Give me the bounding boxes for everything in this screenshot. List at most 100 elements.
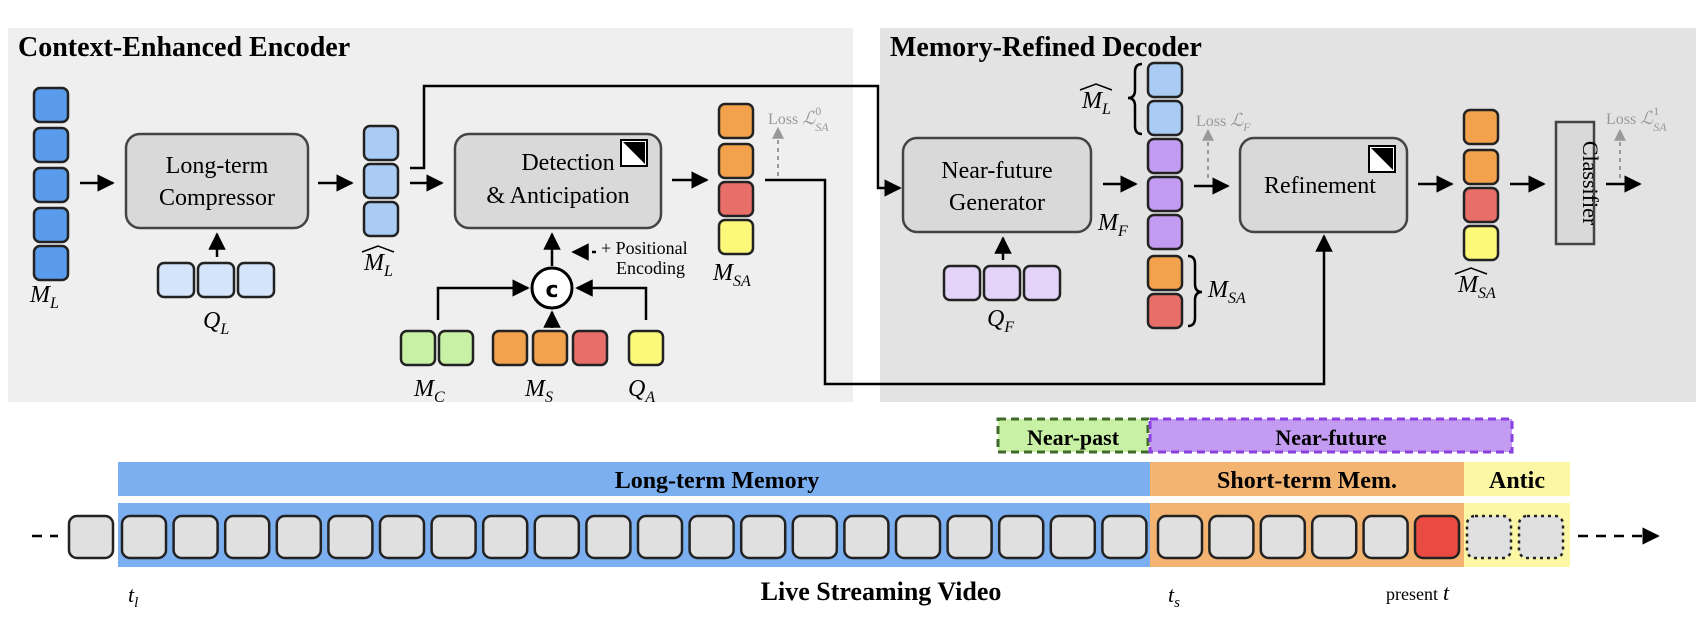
- arrow-mc-concat: [436, 279, 530, 320]
- ms-label: MS: [524, 376, 553, 406]
- frame-anticipation: [1517, 514, 1565, 560]
- frame-long-term: [1049, 514, 1097, 560]
- arrow-qa-concat: [575, 279, 648, 320]
- decoder-mlhat-tokens: [1146, 61, 1184, 137]
- frame-long-term: [894, 514, 942, 560]
- compressor-line1: Long-term: [166, 153, 269, 179]
- frame-long-term: [481, 514, 529, 560]
- anticipation-label: Antic: [1489, 468, 1545, 494]
- decoder-mlhat-label: ML: [1079, 83, 1113, 118]
- long-term-compressor-block: [124, 132, 310, 230]
- frame-short-term: [1362, 514, 1409, 560]
- near-future-label: Near-future: [1275, 425, 1386, 450]
- qf-label: QF: [987, 306, 1014, 336]
- decoder-msa-tokens: [1146, 254, 1184, 330]
- frame-anticipation: [1465, 514, 1513, 560]
- decoder-title: Memory-Refined Decoder: [890, 32, 1202, 63]
- generator-line2: Generator: [949, 190, 1045, 216]
- msa-token-stack: [717, 102, 755, 256]
- classifier-label: Classifier: [1578, 141, 1603, 226]
- mc-tokens: [399, 329, 475, 367]
- frame-long-term: [997, 514, 1045, 560]
- video-frames: [67, 514, 1565, 560]
- svg-text:MSA: MSA: [1457, 272, 1496, 302]
- qa-token: [627, 329, 665, 367]
- frame-long-term: [636, 514, 684, 560]
- tl-label: tl: [128, 582, 138, 611]
- frame-short-term: [1208, 514, 1255, 560]
- ml-token-stack: [32, 86, 70, 282]
- mc-label: MC: [413, 376, 445, 406]
- long-term-memory-label: Long-term Memory: [615, 468, 820, 494]
- mlhat-token-stack: [362, 124, 400, 238]
- ql-query-tokens: [156, 261, 276, 299]
- frame-long-term: [1101, 514, 1148, 560]
- mf-label: MF: [1097, 210, 1128, 240]
- generator-line1: Near-future: [941, 158, 1052, 184]
- frame-long-term: [378, 514, 426, 560]
- classifier-block: [1554, 120, 1596, 246]
- refinement-mask-icon: [1368, 145, 1396, 173]
- decoder-mf-tokens: [1146, 137, 1184, 251]
- near-future-band: [1148, 417, 1514, 454]
- long-term-frames-bg: [118, 503, 1150, 567]
- frame-long-term: [843, 514, 890, 560]
- frame-long-term: [585, 514, 632, 560]
- causal-mask-icon: [620, 139, 648, 167]
- short-term-memory-band: [1150, 462, 1464, 496]
- refinement-label: Refinement: [1264, 173, 1376, 199]
- positional-line2: Encoding: [616, 258, 685, 278]
- arrow-msa-refinement: [765, 178, 1333, 386]
- qf-query-tokens: [942, 264, 1062, 302]
- arrow-mlhat-generator: [410, 84, 902, 197]
- frame-long-term: [223, 514, 271, 560]
- svg-text:ML: ML: [363, 250, 393, 280]
- ts-label: ts: [1168, 582, 1180, 611]
- msahat-label: MSA: [1454, 267, 1496, 302]
- short-term-memory-label: Short-term Mem.: [1217, 468, 1397, 494]
- long-term-memory-band: [118, 462, 1150, 496]
- frame-long-term: [172, 514, 219, 560]
- near-past-label: Near-past: [1027, 425, 1120, 450]
- frame-present: [1413, 514, 1461, 560]
- msahat-token-stack: [1462, 108, 1500, 262]
- frame-long-term: [946, 514, 993, 560]
- anticipation-band: [1464, 462, 1570, 496]
- frame-long-term: [120, 514, 168, 560]
- ms-tokens: [491, 329, 609, 367]
- msa-brace: [1187, 254, 1203, 328]
- frame-long-term: [739, 514, 787, 560]
- frame-long-term: [791, 514, 839, 560]
- detection-anticipation-block: [453, 132, 663, 230]
- timeline-title: Live Streaming Video: [761, 577, 1002, 606]
- qa-label: QA: [628, 376, 655, 406]
- concat-symbol: c: [545, 278, 558, 303]
- frame-long-term: [275, 514, 323, 560]
- msa-label: MSA: [712, 260, 751, 290]
- mlhat-brace: [1127, 62, 1143, 136]
- near-future-generator-block: [901, 136, 1093, 234]
- frame-long-term: [533, 514, 581, 560]
- near-past-band: [996, 417, 1150, 454]
- detect-line2: & Anticipation: [486, 183, 629, 209]
- detect-line1: Detection: [521, 150, 614, 176]
- frame-short-term: [1310, 514, 1358, 560]
- frame-long-term: [327, 514, 374, 560]
- frame-long-term: [430, 514, 477, 560]
- ml-label: ML: [29, 282, 59, 312]
- svg-text:ML: ML: [1081, 88, 1111, 118]
- frame-long-term: [688, 514, 735, 560]
- encoder-title: Context-Enhanced Encoder: [18, 32, 350, 63]
- frame-short-term: [1259, 514, 1307, 560]
- compressor-line2: Compressor: [159, 185, 275, 211]
- frame-past: [67, 514, 115, 560]
- mlhat-label: ML: [361, 245, 395, 280]
- ql-label: QL: [203, 308, 229, 338]
- concat-node: [530, 266, 574, 310]
- decoder-msa-label: MSA: [1207, 277, 1246, 307]
